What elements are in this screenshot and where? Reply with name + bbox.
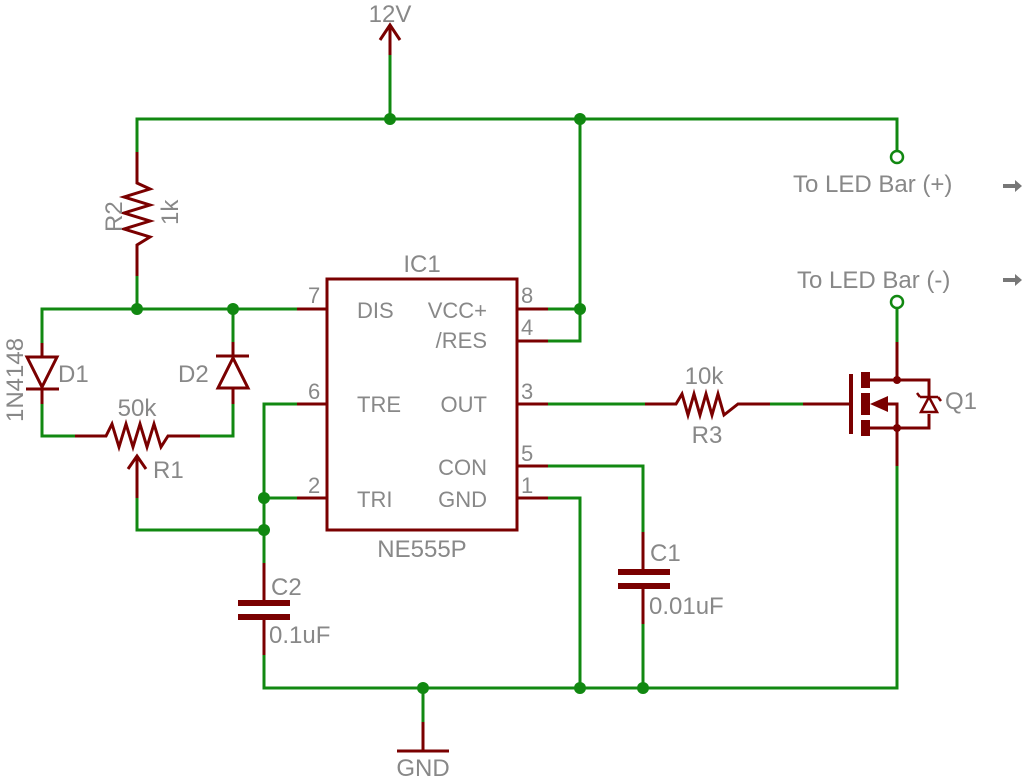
vcc-label: 12V bbox=[369, 1, 412, 28]
potentiometer-icon bbox=[75, 418, 200, 453]
pin-number-8: 8 bbox=[521, 283, 533, 308]
pin-label-res: /RES bbox=[436, 328, 487, 353]
r2-name: R2 bbox=[101, 201, 128, 232]
pin-lead bbox=[517, 307, 548, 500]
gnd-symbol: GND bbox=[396, 722, 450, 778]
r3-name: R3 bbox=[692, 422, 723, 449]
capacitor-c1: C1 0.01uF bbox=[618, 532, 724, 624]
q1-name: Q1 bbox=[945, 388, 977, 415]
wire-tre-tri bbox=[262, 402, 299, 565]
wire-pin1-gnd bbox=[546, 496, 582, 690]
pin-label-out: OUT bbox=[441, 392, 487, 417]
pin-lead bbox=[297, 307, 327, 500]
capacitor-icon bbox=[618, 569, 670, 575]
ic-value: NE555P bbox=[377, 536, 466, 563]
r3-value: 10k bbox=[685, 363, 725, 390]
wire-vcc-rail bbox=[135, 117, 899, 152]
pin-label-tre: TRE bbox=[357, 392, 401, 417]
resistor-r3: 10k R3 bbox=[645, 363, 770, 449]
resistor-icon bbox=[645, 388, 770, 421]
junction-dot bbox=[258, 524, 270, 536]
wire-r1-wiper bbox=[135, 496, 266, 532]
arrow-right-icon bbox=[1003, 274, 1022, 286]
mosfet-channel bbox=[861, 420, 870, 436]
junction-dot bbox=[384, 113, 396, 125]
pin-number-5: 5 bbox=[521, 441, 533, 466]
capacitor-icon bbox=[238, 614, 290, 620]
r1-value: 50k bbox=[118, 395, 158, 422]
ic-name: IC1 bbox=[403, 251, 440, 278]
capacitor-icon bbox=[618, 583, 670, 589]
c1-name: C1 bbox=[650, 540, 681, 567]
c2-name: C2 bbox=[271, 574, 302, 601]
mosfet-channel bbox=[861, 372, 870, 388]
junctions bbox=[131, 113, 649, 694]
d1-value: 1N4148 bbox=[2, 338, 29, 422]
pin-number-4: 4 bbox=[521, 315, 533, 340]
pin-number-7: 7 bbox=[308, 283, 320, 308]
mosfet-node bbox=[893, 424, 901, 432]
mosfet-arrow-icon bbox=[870, 396, 888, 412]
wires bbox=[40, 53, 899, 724]
diode-d2: D2 bbox=[178, 342, 251, 404]
ic-ne555: IC1 NE555P 7 6 2 8 4 3 5 1 DIS TRE TRI V… bbox=[297, 251, 548, 563]
wire-dis-node bbox=[40, 307, 299, 345]
vcc-supply-symbol: 12V bbox=[369, 1, 412, 55]
c1-value: 0.01uF bbox=[649, 593, 724, 620]
gnd-label: GND bbox=[396, 755, 449, 778]
c2-value: 0.1uF bbox=[269, 622, 330, 649]
pin-label-tri: TRI bbox=[357, 487, 392, 512]
junction-dot bbox=[417, 682, 429, 694]
pad-icon bbox=[889, 294, 905, 310]
wire-vcc-to-pin8 bbox=[546, 117, 582, 343]
junction-dot bbox=[227, 303, 239, 315]
ic-body bbox=[325, 277, 519, 532]
diode-d1: D1 1N4148 bbox=[2, 338, 89, 422]
vcc-arrow-icon bbox=[378, 22, 402, 55]
led-minus-label: To LED Bar (-) bbox=[797, 267, 950, 294]
gnd-icon bbox=[397, 722, 449, 753]
junction-dot bbox=[574, 682, 586, 694]
pin-label-vcc: VCC+ bbox=[428, 298, 487, 323]
mosfet-channel bbox=[861, 393, 870, 415]
r2-value: 1k bbox=[157, 199, 184, 225]
mosfet-node bbox=[893, 376, 901, 384]
r1-name: R1 bbox=[153, 457, 184, 484]
led-plus-label: To LED Bar (+) bbox=[793, 171, 952, 198]
pin-label-dis: DIS bbox=[357, 298, 394, 323]
pin-number-3: 3 bbox=[521, 379, 533, 404]
body-diode-icon bbox=[916, 392, 942, 414]
diode-icon bbox=[215, 354, 251, 390]
junction-dot bbox=[637, 682, 649, 694]
wire-d1-bottom bbox=[40, 402, 77, 438]
d1-name: D1 bbox=[58, 361, 89, 388]
wire-con-c1 bbox=[546, 464, 645, 534]
wiper-arrow-icon bbox=[126, 453, 148, 498]
diode-icon bbox=[24, 355, 60, 391]
pin-label-gnd: GND bbox=[438, 487, 487, 512]
capacitor-icon bbox=[238, 600, 290, 606]
arrow-right-icon bbox=[1003, 180, 1022, 192]
led-plus-connector: To LED Bar (+) bbox=[793, 149, 1022, 198]
capacitor-c2: C2 0.1uF bbox=[238, 563, 330, 655]
junction-dot bbox=[574, 113, 586, 125]
d2-name: D2 bbox=[178, 361, 209, 388]
pin-label-con: CON bbox=[438, 455, 487, 480]
junction-dot bbox=[258, 492, 270, 504]
wire-d2-bottom bbox=[198, 402, 235, 438]
led-minus-connector: To LED Bar (-) bbox=[797, 267, 1022, 310]
junction-dot bbox=[574, 303, 586, 315]
pin-number-1: 1 bbox=[521, 473, 533, 498]
mosfet-drain-source bbox=[870, 342, 931, 466]
pin-number-6: 6 bbox=[308, 379, 320, 404]
junction-dot bbox=[131, 303, 143, 315]
resistor-icon bbox=[118, 152, 156, 276]
pad-icon bbox=[889, 149, 905, 165]
mosfet-q1: Q1 bbox=[803, 342, 977, 466]
pin-number-2: 2 bbox=[308, 473, 320, 498]
potentiometer-r1: 50k R1 bbox=[75, 395, 200, 498]
resistor-r2: R2 1k bbox=[101, 152, 184, 276]
